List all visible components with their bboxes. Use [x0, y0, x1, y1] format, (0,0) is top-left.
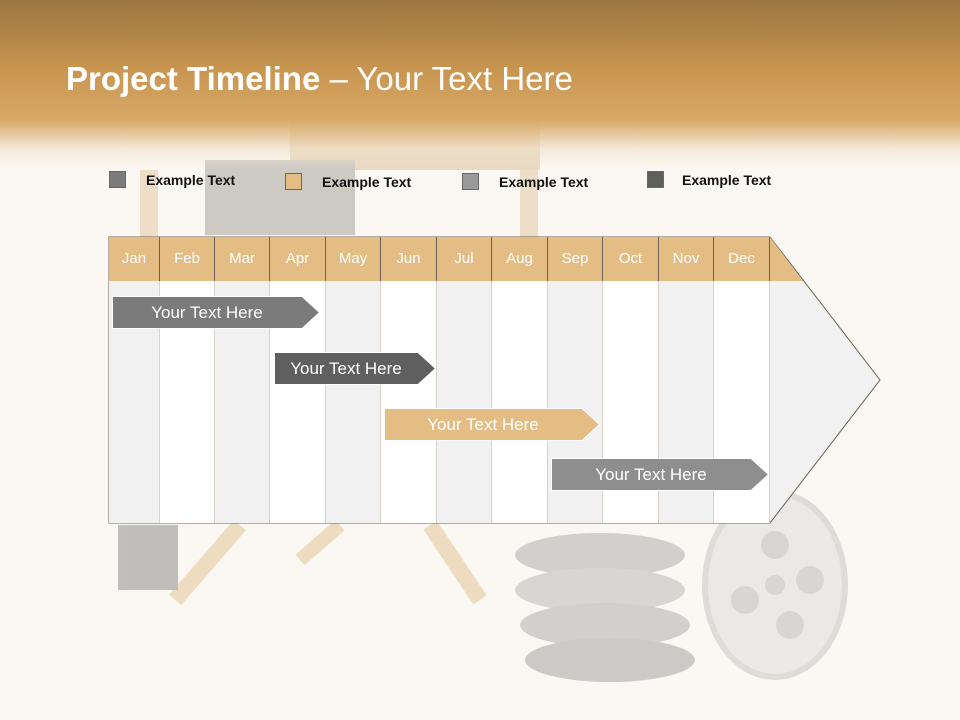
task-bar-shape	[384, 408, 600, 441]
month-header: Sep	[548, 237, 603, 281]
legend-swatch	[109, 171, 126, 188]
task-bar-label: Your Text Here	[595, 464, 707, 484]
legend-swatch	[462, 173, 479, 190]
month-column	[326, 281, 381, 523]
legend-label: Example Text	[322, 174, 412, 190]
month-header: Nov	[659, 237, 714, 281]
task-bar-shape	[551, 458, 769, 491]
task-bar-label: Your Text Here	[151, 302, 263, 322]
film-reels-image	[515, 490, 848, 682]
task-bar-label: Your Text Here	[427, 414, 539, 434]
legend-label: Example Text	[499, 174, 589, 190]
task-bar[interactable]: Your Text Here	[274, 352, 436, 385]
task-bar[interactable]: Your Text Here	[384, 408, 600, 441]
month-header: Apr	[270, 237, 326, 281]
page-title: Project Timeline – Your Text Here	[66, 60, 573, 98]
task-bar-arrow	[384, 408, 600, 441]
month-header: Jan	[109, 237, 160, 281]
task-bar-shape	[112, 296, 320, 329]
timeline-arrow-head-header	[770, 237, 803, 281]
task-bar-shape	[274, 352, 436, 385]
title-rest: – Your Text Here	[320, 60, 573, 97]
legend-label: Example Text	[682, 172, 772, 188]
task-bar-arrow	[551, 458, 769, 491]
month-header: Dec	[714, 237, 770, 281]
legend-label: Example Text	[146, 172, 236, 188]
task-bar-label: Your Text Here	[290, 358, 402, 378]
month-header: Aug	[492, 237, 548, 281]
month-column	[437, 281, 492, 523]
month-header: Mar	[215, 237, 270, 281]
task-bar[interactable]: Your Text Here	[112, 296, 320, 329]
legend-swatch	[285, 173, 302, 190]
month-column	[381, 281, 437, 523]
month-column	[492, 281, 548, 523]
task-bar-arrow	[112, 296, 320, 329]
title-bold: Project Timeline	[66, 60, 321, 97]
month-header: Oct	[603, 237, 659, 281]
month-header: Feb	[160, 237, 215, 281]
task-bar-arrow	[274, 352, 436, 385]
task-bar[interactable]: Your Text Here	[551, 458, 769, 491]
month-header: Jun	[381, 237, 437, 281]
legend-swatch	[647, 171, 664, 188]
month-header: Jul	[437, 237, 492, 281]
month-header: May	[326, 237, 381, 281]
header-band	[0, 0, 960, 170]
